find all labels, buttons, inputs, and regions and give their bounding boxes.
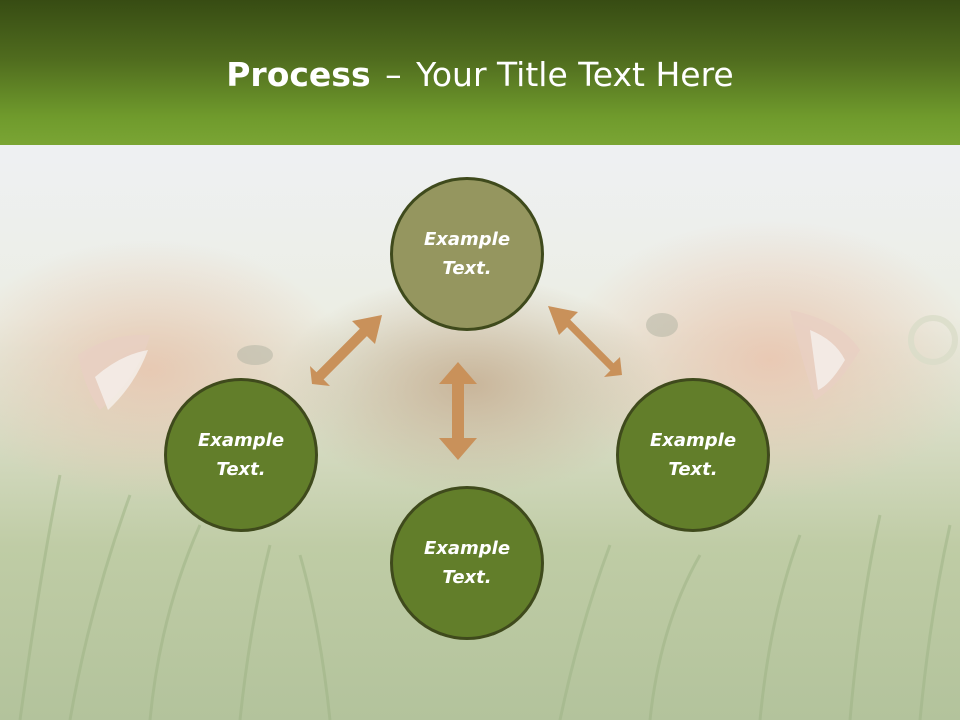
node-left-line1: Example <box>197 430 285 451</box>
node-left-line2: Text. <box>216 459 266 480</box>
title-bold: Process <box>226 55 371 94</box>
node-right-text: Example Text. <box>633 426 753 484</box>
title-bar: Process – Your Title Text Here <box>0 0 960 145</box>
node-bottom-line1: Example <box>423 538 511 559</box>
node-bottom-line2: Text. <box>442 567 492 588</box>
node-right-line2: Text. <box>668 459 718 480</box>
slide-title: Process – Your Title Text Here <box>0 52 960 98</box>
process-node-bottom: Example Text. <box>390 486 544 640</box>
node-left-text: Example Text. <box>181 426 301 484</box>
node-top-text: Example Text. <box>407 225 527 283</box>
node-bottom-text: Example Text. <box>407 534 527 592</box>
process-node-right: Example Text. <box>616 378 770 532</box>
node-right-line1: Example <box>649 430 737 451</box>
process-node-top: Example Text. <box>390 177 544 331</box>
node-top-line1: Example <box>423 229 511 250</box>
title-dash: – <box>385 55 402 94</box>
node-top-line2: Text. <box>442 258 492 279</box>
process-node-left: Example Text. <box>164 378 318 532</box>
title-rest: Your Title Text Here <box>416 55 734 94</box>
